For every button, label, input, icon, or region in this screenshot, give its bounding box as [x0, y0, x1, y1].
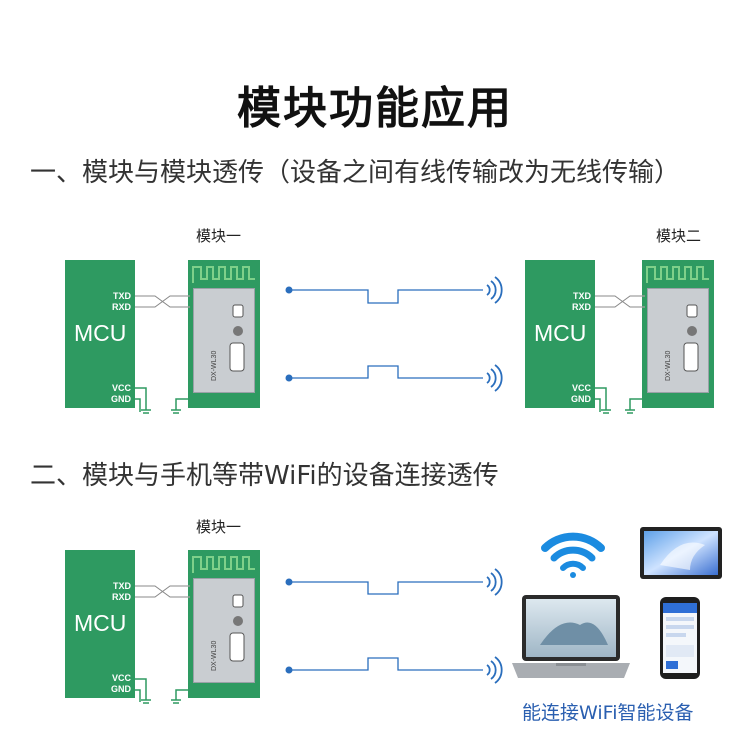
wireless-signal-lines [289, 289, 483, 671]
pcb-antenna-icon [192, 266, 255, 283]
pin-vcc: VCC [111, 673, 131, 683]
ground-symbol-icon [135, 387, 642, 704]
pin-rxd: RXD [571, 302, 591, 312]
wifi-module-1: DX-WL30 [188, 260, 260, 408]
module-marking-icon: DX-WL30 [211, 304, 245, 381]
module1-label-s2: 模块一 [196, 518, 242, 536]
pin-gnd: GND [111, 684, 131, 694]
svg-text:DX-WL30: DX-WL30 [665, 351, 672, 381]
mcu-label: MCU [534, 320, 587, 346]
wifi-module-2: DX-WL30 [642, 260, 714, 408]
phone-icon [660, 597, 700, 679]
pin-txd: TXD [573, 291, 591, 301]
pin-gnd: GND [111, 394, 131, 404]
mcu-board-right: MCU TXD RXD VCC GND [525, 260, 595, 408]
module-marking-icon: DX-WL30 [211, 594, 245, 671]
section2-heading: 二、模块与手机等带WiFi的设备连接透传 [30, 461, 499, 491]
tablet-icon [640, 527, 722, 579]
pin-txd: TXD [113, 291, 131, 301]
uart-crossover-shadow [135, 295, 645, 598]
mcu-label: MCU [74, 610, 127, 636]
module-marking-icon: DX-WL30 [665, 304, 699, 381]
svg-text:DX-WL30: DX-WL30 [211, 351, 218, 381]
wifi-module-s2: DX-WL30 [188, 550, 260, 698]
pcb-antenna-icon [646, 266, 709, 283]
devices-caption: 能连接WiFi智能设备 [522, 702, 694, 724]
svg-text:DX-WL30: DX-WL30 [211, 641, 218, 671]
mcu-label: MCU [74, 320, 127, 346]
shield-can: DX-WL30 [647, 288, 709, 393]
pin-gnd: GND [571, 394, 591, 404]
pin-txd: TXD [113, 581, 131, 591]
wifi-icon [541, 532, 605, 578]
page-title: 模块功能应用 [237, 83, 513, 134]
shield-can: DX-WL30 [193, 288, 255, 393]
module1-label: 模块一 [196, 227, 242, 245]
shield-can: DX-WL30 [193, 578, 255, 683]
mcu-board-s2: MCU TXD RXD VCC GND [65, 550, 135, 698]
section1-heading: 一、模块与模块透传（设备之间有线传输改为无线传输） [30, 158, 681, 188]
mcu-board-left: MCU TXD RXD VCC GND [65, 260, 135, 408]
pin-rxd: RXD [111, 302, 131, 312]
radio-wave-icon [486, 276, 503, 684]
pin-vcc: VCC [111, 383, 131, 393]
pin-vcc: VCC [571, 383, 591, 393]
module2-label: 模块二 [656, 227, 702, 245]
pin-rxd: RXD [111, 592, 131, 602]
laptop-icon [512, 595, 630, 678]
signal-origin-dots [285, 286, 293, 674]
pcb-antenna-icon [192, 556, 255, 573]
